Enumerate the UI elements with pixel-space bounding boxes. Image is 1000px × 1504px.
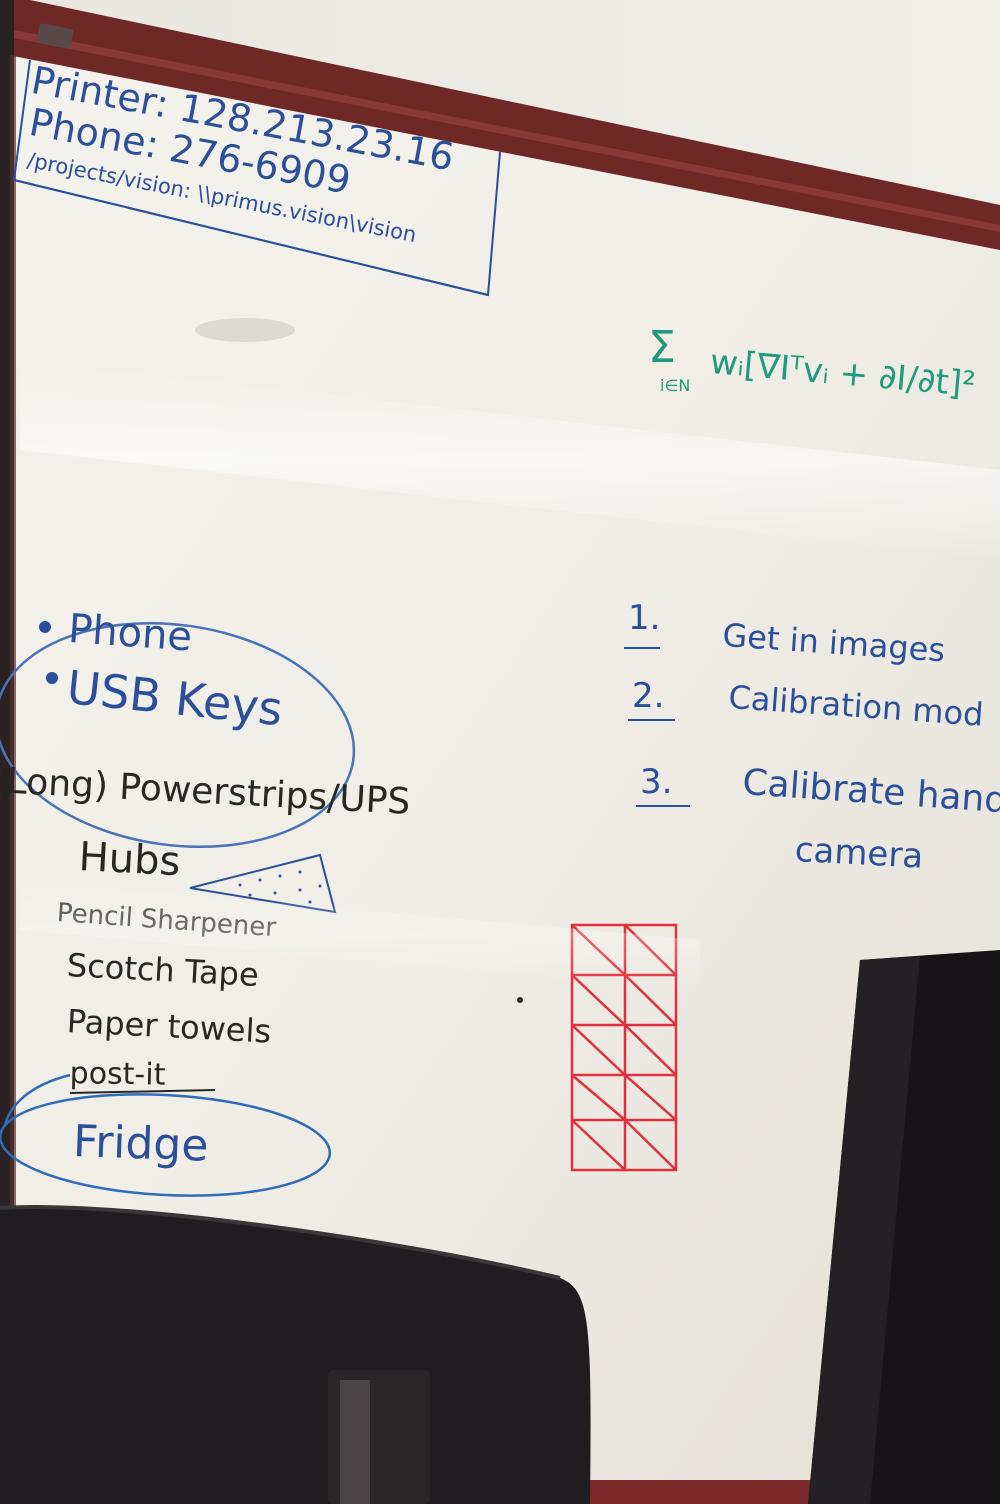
office-chair — [0, 1204, 591, 1504]
step-3-continuation: camera — [793, 830, 925, 877]
bullet-dot — [46, 672, 58, 684]
step-2-number: 2. — [632, 676, 665, 716]
board-logo — [36, 23, 74, 49]
bullet-dot — [39, 621, 51, 633]
board-frame-top — [0, 0, 1000, 250]
list-item-post-it: post-it — [69, 1056, 166, 1093]
circle-fridge — [0, 1093, 332, 1197]
list-item-hubs: Hubs — [77, 834, 182, 886]
equation-subscript: i∈N — [660, 376, 691, 395]
list-item-phone: Phone — [66, 606, 194, 661]
step-3-number: 3. — [640, 762, 673, 802]
circle-phone-usb — [0, 621, 356, 849]
computer-monitor — [808, 950, 1000, 1504]
step-1-number: 1. — [628, 598, 661, 638]
list-item-fridge: Fridge — [72, 1116, 210, 1172]
equation-sigma: Σ — [648, 322, 676, 373]
